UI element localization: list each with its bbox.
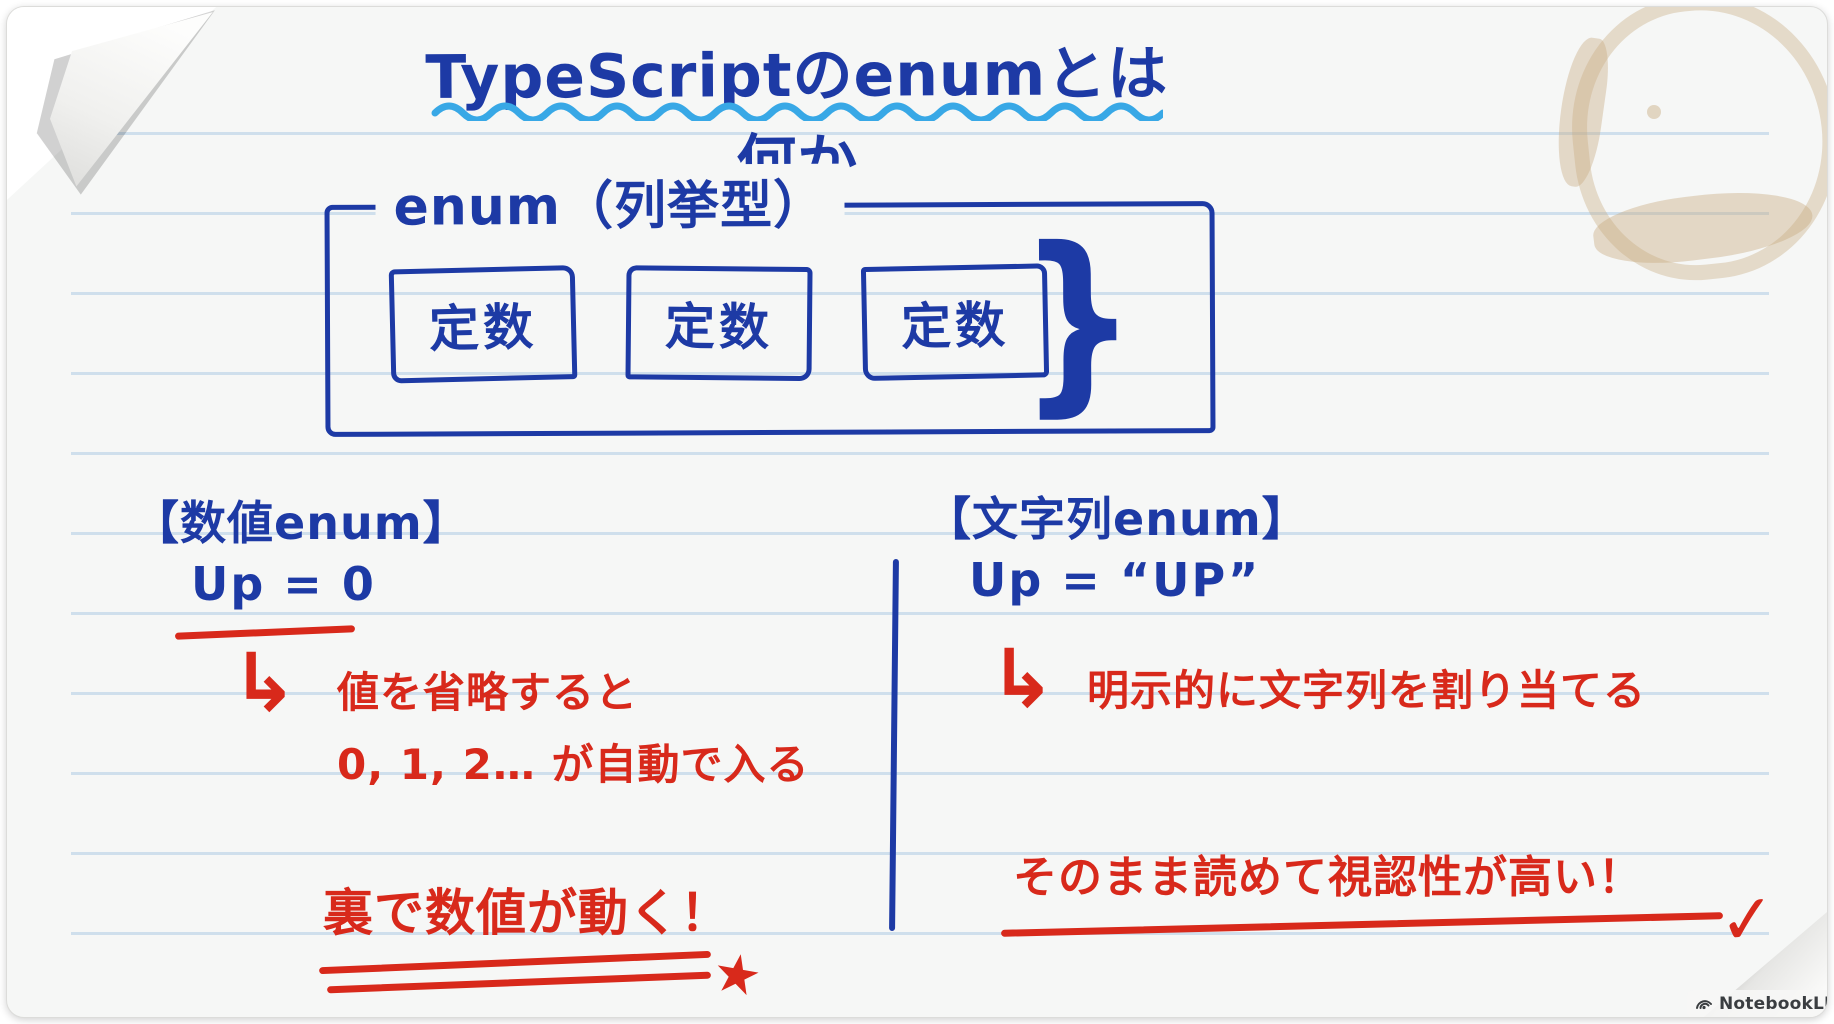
enum-box: enum（列挙型） 定数 定数 定数 } bbox=[324, 163, 1216, 437]
ruled-lines bbox=[71, 55, 1769, 1003]
paper-sheet: TypeScriptのenumとは何か enum（列挙型） 定数 定数 定数 }… bbox=[6, 6, 1828, 1018]
string-enum-emphasis: そのまま読めて視認性が高い！ bbox=[1013, 852, 1643, 903]
page-fold-top-left bbox=[7, 7, 226, 211]
numeric-enum-heading: 【数値enum】 bbox=[133, 496, 470, 550]
coffee-stain bbox=[1550, 7, 1827, 297]
closing-brace: } bbox=[1018, 206, 1139, 435]
string-enum-heading: 【文字列enum】 bbox=[925, 492, 1309, 546]
constant-box: 定数 bbox=[388, 265, 578, 384]
string-enum-example: Up = “UP” bbox=[969, 553, 1261, 607]
notebooklm-watermark: NotebookLM bbox=[1687, 990, 1827, 1017]
enum-box-label: enum（列挙型） bbox=[375, 163, 845, 250]
coffee-stain-dot bbox=[1647, 105, 1661, 119]
checkmark-icon: ✓ bbox=[1716, 879, 1779, 962]
numeric-enum-note-line1: 値を省略すると bbox=[337, 668, 639, 717]
numeric-enum-note-line2: 0, 1, 2… が自動で入る bbox=[337, 740, 810, 789]
branch-arrow-icon: ↳ bbox=[989, 632, 1057, 725]
constant-label: 定数 bbox=[900, 296, 1010, 357]
constant-label: 定数 bbox=[664, 297, 774, 357]
constant-label: 定数 bbox=[428, 297, 538, 359]
constant-box: 定数 bbox=[625, 265, 813, 382]
numeric-enum-emphasis: 裏で数値が動く！ bbox=[323, 884, 731, 942]
wavy-underline bbox=[431, 102, 1163, 121]
notebooklm-logo-icon bbox=[1696, 1000, 1712, 1010]
constant-row: 定数 定数 定数 bbox=[388, 263, 1050, 384]
numeric-enum-example: Up = 0 bbox=[191, 557, 376, 611]
notebooklm-label: NotebookLM bbox=[1719, 994, 1827, 1014]
branch-arrow-icon: ↳ bbox=[231, 636, 299, 729]
string-enum-note-line1: 明示的に文字列を割り当てる bbox=[1087, 666, 1647, 715]
